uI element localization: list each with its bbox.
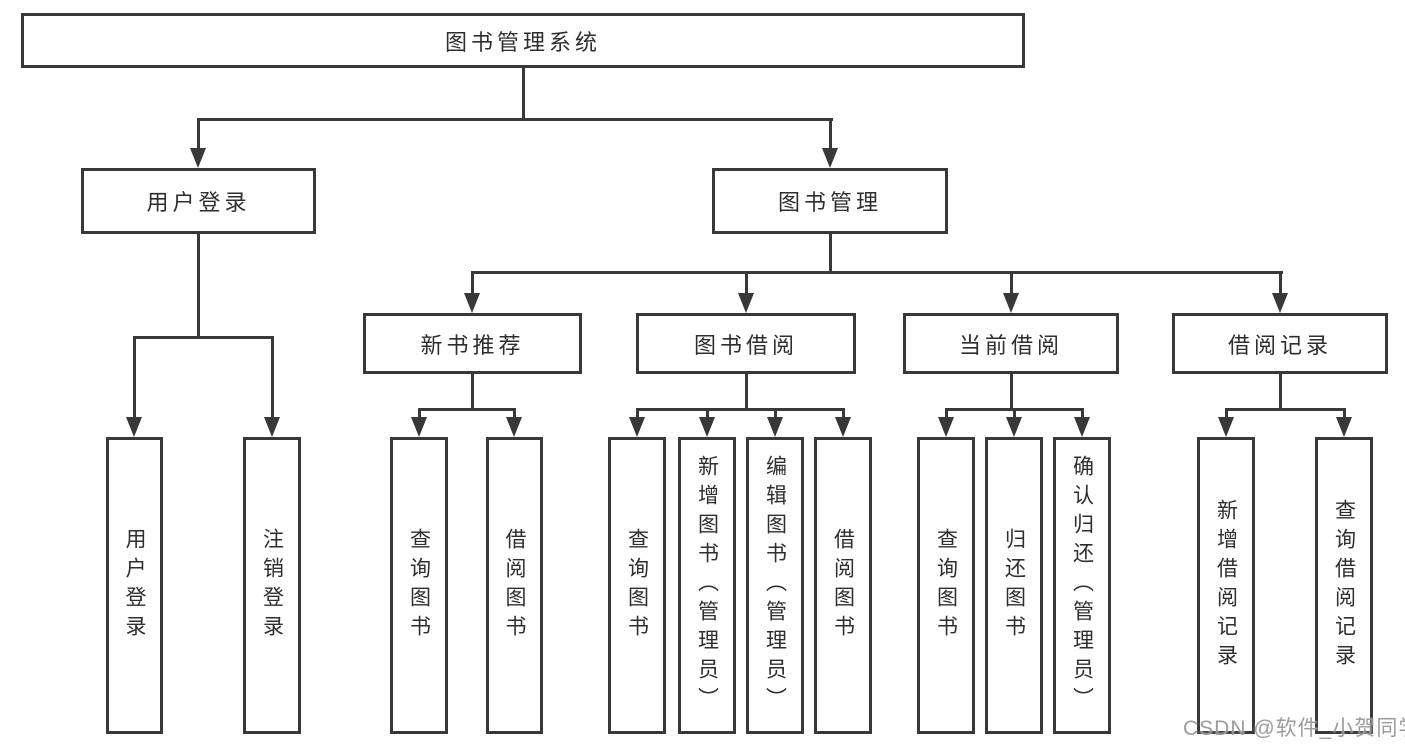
csdn-watermark: CSDN @软件_小贺同学 xyxy=(1183,717,1405,740)
node-root: 图书管理系统 xyxy=(21,13,1025,68)
connector-line xyxy=(1009,271,1013,297)
leaf-query-borrow-record: 查询借阅记录 xyxy=(1315,437,1373,734)
connector-line xyxy=(1009,374,1013,411)
connector-line xyxy=(1225,408,1346,411)
arrow-down-icon xyxy=(1074,417,1090,437)
arrow-down-icon xyxy=(835,417,851,437)
arrow-down-icon xyxy=(1272,293,1288,313)
arrow-down-icon xyxy=(1336,417,1352,437)
connector-line xyxy=(944,408,948,420)
connector-line xyxy=(841,408,845,420)
leaf-user-login: 用户登录 xyxy=(106,437,163,734)
connector-line xyxy=(471,271,1283,274)
arrow-down-icon xyxy=(506,417,522,437)
arrow-down-icon xyxy=(1006,417,1022,437)
connector-line xyxy=(133,336,274,339)
connector-line xyxy=(196,234,200,339)
leaf-edit-books-admin: 编辑图书（管理员） xyxy=(746,437,804,734)
arrow-down-icon xyxy=(411,417,427,437)
leaf-logout: 注销登录 xyxy=(243,437,301,734)
leaf-add-books-admin: 新增图书（管理员） xyxy=(678,437,736,734)
node-user-login: 用户登录 xyxy=(81,168,316,234)
arrow-down-icon xyxy=(264,417,280,437)
arrow-down-icon xyxy=(699,417,715,437)
leaf-confirm-return-admin: 确认归还（管理员） xyxy=(1053,437,1111,734)
connector-line xyxy=(773,408,777,420)
connector-line xyxy=(270,336,274,419)
connector-line xyxy=(1012,408,1016,420)
leaf-rec-query-books: 查询图书 xyxy=(390,437,448,734)
connector-line xyxy=(470,374,474,411)
leaf-rec-borrow-books: 借阅图书 xyxy=(486,437,543,734)
leaf-borrow-query-books: 查询图书 xyxy=(608,437,666,734)
node-book-borrow: 图书借阅 xyxy=(636,313,856,374)
arrow-down-icon xyxy=(629,417,645,437)
connector-line xyxy=(828,234,832,274)
connector-line xyxy=(196,118,200,152)
connector-line xyxy=(418,408,516,411)
node-new-book-rec: 新书推荐 xyxy=(363,313,582,374)
arrow-down-icon xyxy=(1218,417,1234,437)
leaf-return-books: 归还图书 xyxy=(985,437,1043,734)
connector-line xyxy=(197,118,833,121)
arrow-down-icon xyxy=(738,293,754,313)
connector-line xyxy=(635,408,639,420)
connector-line xyxy=(744,271,748,297)
arrow-down-icon xyxy=(126,417,142,437)
connector-line xyxy=(1278,374,1282,411)
leaf-borrow-books: 借阅图书 xyxy=(814,437,872,734)
connector-line xyxy=(1342,408,1346,420)
connector-line xyxy=(521,68,525,118)
leaf-current-query-books: 查询图书 xyxy=(917,437,975,734)
arrow-down-icon xyxy=(767,417,783,437)
connector-line xyxy=(945,408,1084,411)
arrow-down-icon xyxy=(190,148,206,168)
connector-line xyxy=(512,408,516,420)
connector-line xyxy=(744,374,748,411)
node-borrow-records: 借阅记录 xyxy=(1172,313,1388,374)
connector-line xyxy=(828,118,832,152)
connector-line xyxy=(417,408,421,420)
arrow-down-icon xyxy=(938,417,954,437)
connector-line xyxy=(1080,408,1084,420)
connector-line xyxy=(1278,271,1282,297)
arrow-down-icon xyxy=(464,293,480,313)
arrow-down-icon xyxy=(822,148,838,168)
node-current-borrow: 当前借阅 xyxy=(903,313,1119,374)
connector-line xyxy=(132,336,136,419)
connector-line xyxy=(705,408,709,420)
arrow-down-icon xyxy=(1003,293,1019,313)
node-book-mgmt: 图书管理 xyxy=(712,168,948,234)
leaf-add-borrow-record: 新增借阅记录 xyxy=(1197,437,1255,734)
connector-line xyxy=(470,271,474,297)
connector-line xyxy=(1224,408,1228,420)
connector-line xyxy=(636,408,845,411)
